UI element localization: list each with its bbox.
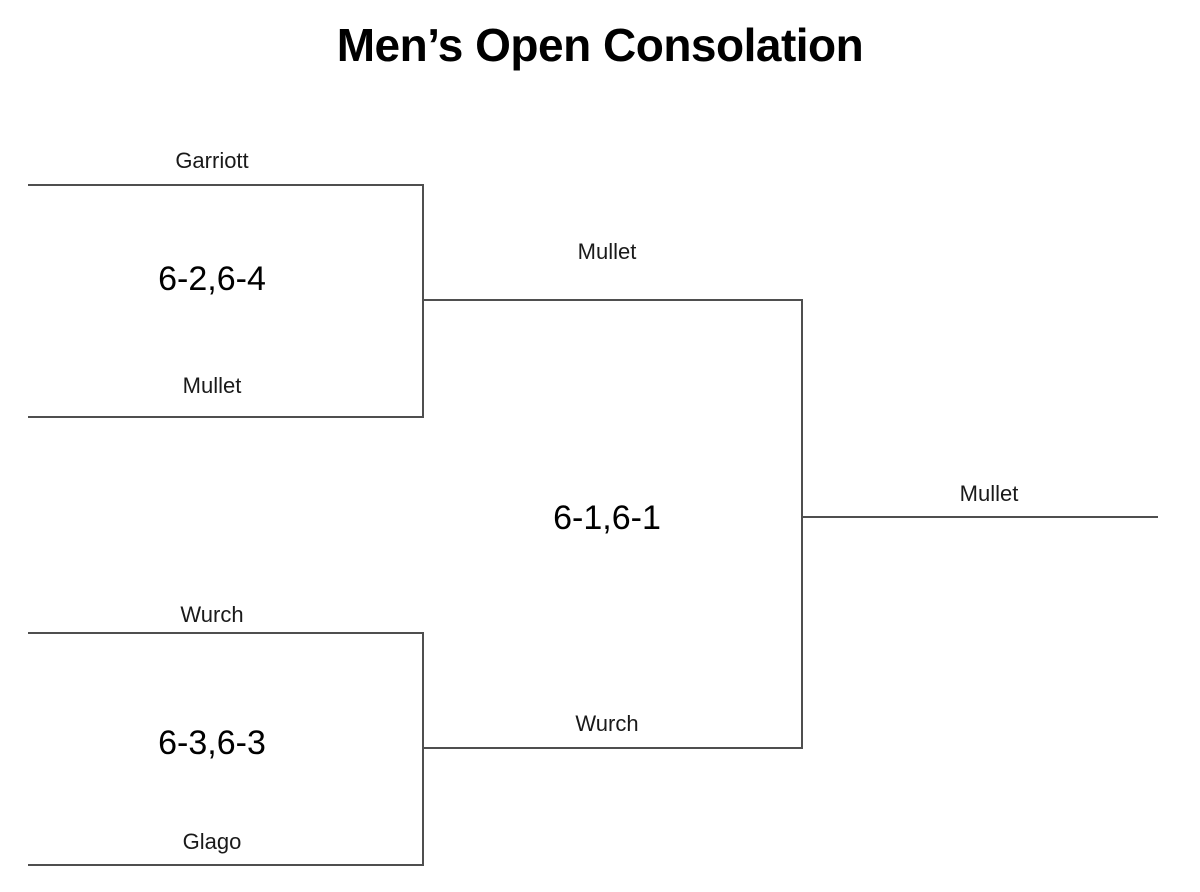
r1-m2-top-player: Wurch xyxy=(180,602,244,627)
r1-m1-bottom-line xyxy=(28,416,424,418)
r1-m2-top-line xyxy=(28,632,424,634)
r2-m1-bottom-player: Wurch xyxy=(575,711,639,736)
r1-m1-top-player: Garriott xyxy=(175,148,249,173)
r2-m1-score: 6-1,6-1 xyxy=(553,499,661,537)
page-title: Men’s Open Consolation xyxy=(336,19,864,71)
r2-m1-top-player: Mullet xyxy=(577,239,637,264)
r1-m2-score: 6-3,6-3 xyxy=(158,724,266,762)
r2-m1-connector xyxy=(801,299,803,749)
r1-m1-connector xyxy=(422,184,424,418)
r1-m2-bottom-line xyxy=(28,864,424,866)
r1-m2-bottom-player: Glago xyxy=(182,829,242,854)
champion-line xyxy=(801,516,1158,518)
champion-player: Mullet xyxy=(959,481,1019,506)
r1-m1-score: 6-2,6-4 xyxy=(158,260,266,298)
r2-m1-bottom-line xyxy=(422,747,803,749)
r1-m1-top-line xyxy=(28,184,424,186)
r1-m1-bottom-player: Mullet xyxy=(182,373,242,398)
r1-m2-connector xyxy=(422,632,424,866)
r2-m1-top-line xyxy=(422,299,803,301)
